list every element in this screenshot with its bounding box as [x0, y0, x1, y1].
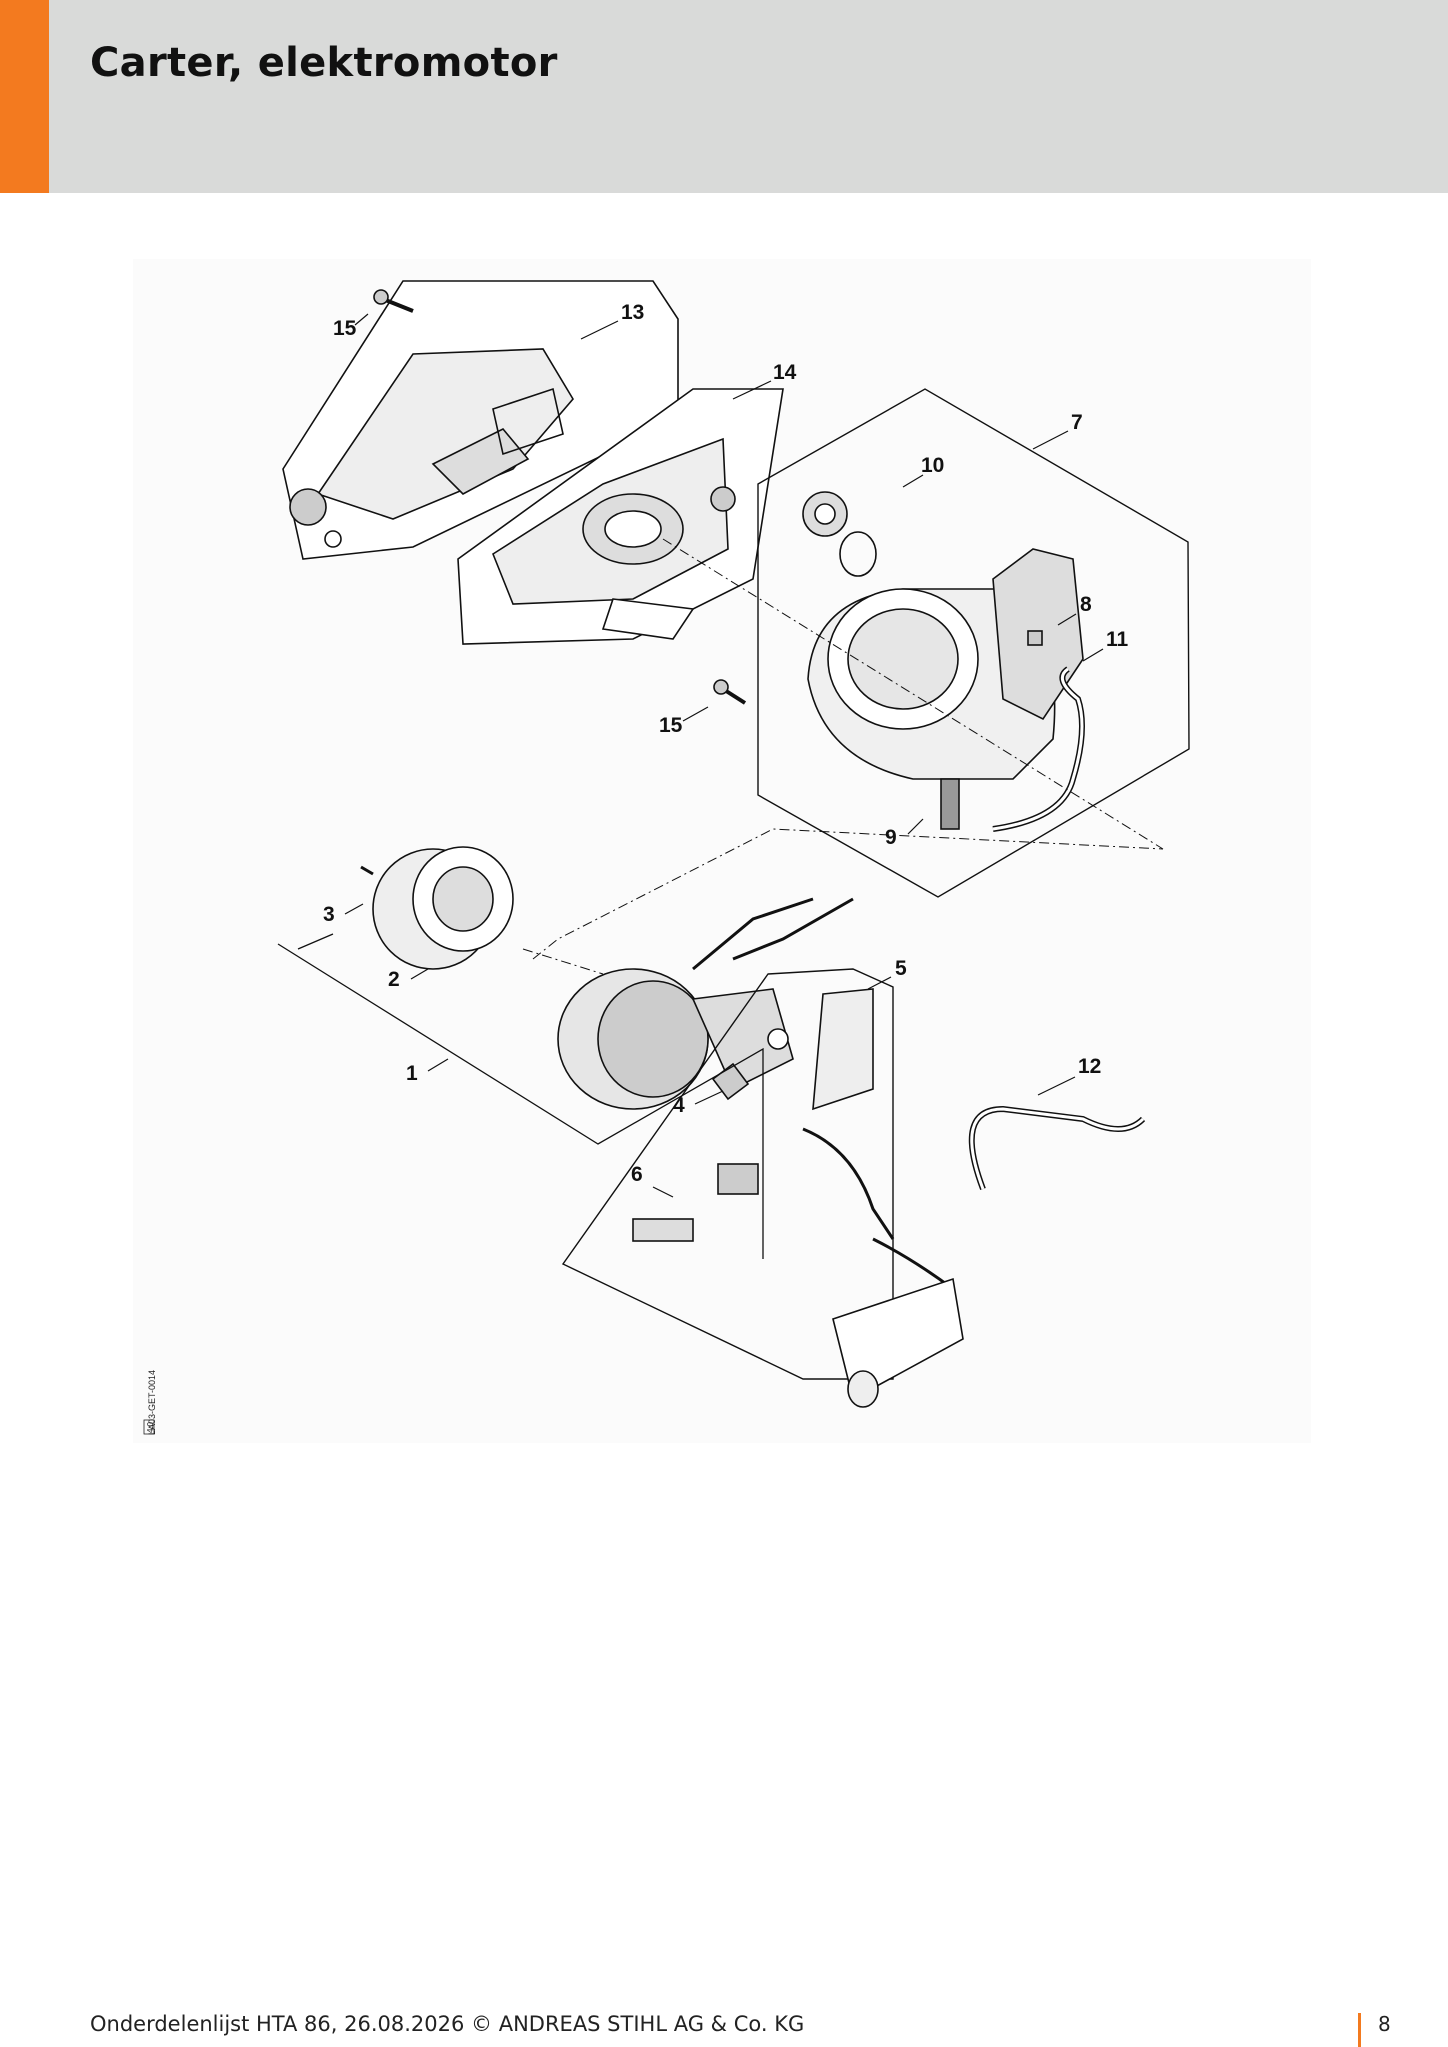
- callout-6: 6: [631, 1163, 643, 1186]
- callout-10: 10: [921, 454, 944, 477]
- callout-labels: 15 13 14 7 10 8 11 15 9 3 2 5 1 12 4 6: [323, 301, 1129, 1186]
- callout-4: 4: [673, 1094, 685, 1117]
- part-cover: [457, 388, 784, 645]
- header-accent-bar: [0, 0, 49, 193]
- part-screws: [373, 289, 747, 705]
- callout-12: 12: [1078, 1055, 1101, 1078]
- drawing-rev-text: 4.0: [146, 1421, 155, 1433]
- page-title: Carter, elektromotor: [90, 40, 558, 86]
- page-number: 8: [1378, 2012, 1391, 2036]
- callout-7: 7: [1071, 411, 1083, 434]
- callout-13: 13: [621, 301, 644, 324]
- assembly-guide-lines: [522, 538, 1164, 975]
- page-header: Carter, elektromotor: [0, 0, 1448, 193]
- part-motor-housing-group: [757, 388, 1190, 898]
- callout-9: 9: [885, 826, 897, 849]
- callout-5: 5: [895, 957, 907, 980]
- callout-14: 14: [773, 361, 797, 384]
- part-motor: [557, 897, 854, 1110]
- callout-3: 3: [323, 903, 335, 926]
- part-housing-shell: [282, 280, 679, 560]
- callout-15-mid: 15: [659, 714, 683, 737]
- callout-8: 8: [1080, 593, 1092, 616]
- footer-accent-bar: [1358, 2013, 1361, 2047]
- exploded-parts-diagram: 15 13 14 7 10 8 11 15 9 3 2 5 1 12 4 6: [133, 259, 1311, 1443]
- callout-leaders: [344, 313, 1104, 1198]
- callout-15-top: 15: [333, 317, 357, 340]
- part-fan-wheel: [360, 846, 514, 970]
- part-control-module-group: [561, 968, 1146, 1408]
- group-frame-lines: [277, 933, 764, 1259]
- drawing-reference: LA03-GET-0014 4.0: [143, 1370, 157, 1435]
- callout-11: 11: [1106, 628, 1129, 651]
- callout-2: 2: [388, 968, 400, 991]
- drawing-id-text: LA03-GET-0014: [147, 1370, 157, 1435]
- footer-text: Onderdelenlijst HTA 86, 26.08.2026 © AND…: [90, 2012, 805, 2036]
- callout-1: 1: [406, 1062, 418, 1085]
